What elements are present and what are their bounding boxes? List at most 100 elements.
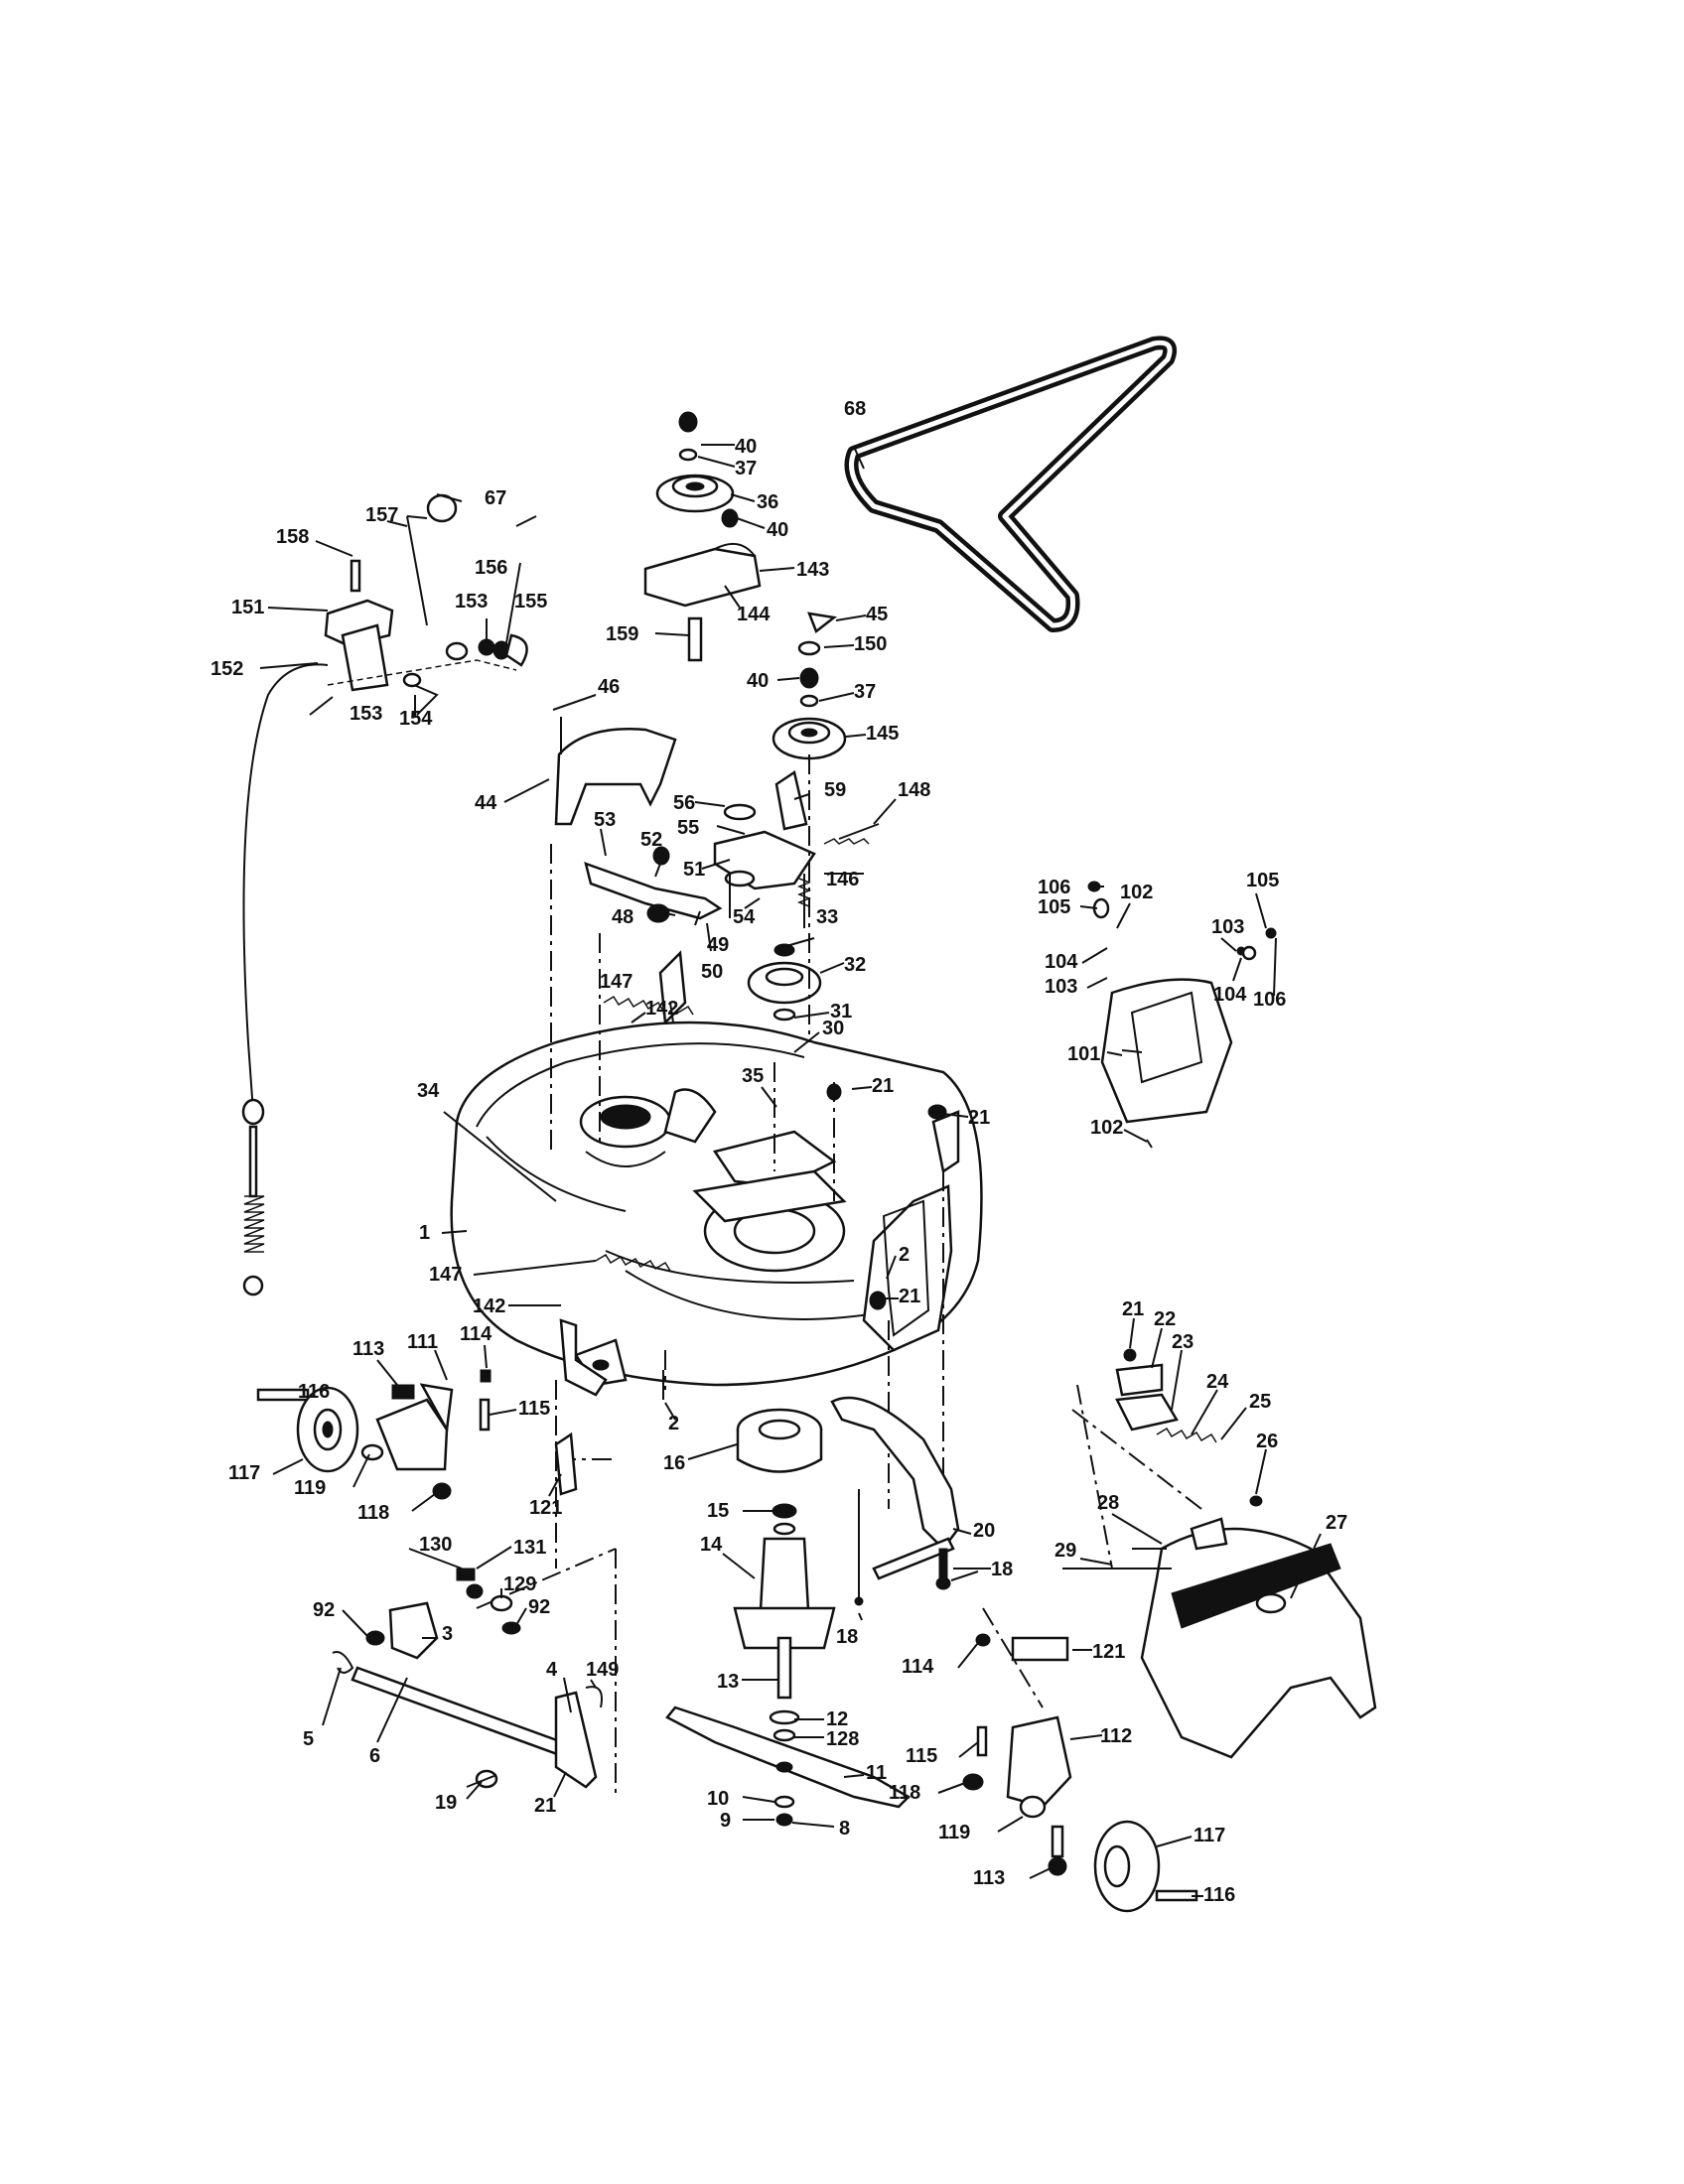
height-adjust-assembly [241, 493, 528, 1297]
callout-149: 149 [586, 1659, 619, 1681]
callout-159: 159 [606, 623, 638, 645]
callout-113-right: 113 [973, 1867, 1005, 1889]
callout-21-a: 21 [872, 1075, 894, 1097]
bracket-142-upper [658, 950, 687, 1025]
callout-55: 55 [677, 817, 699, 839]
callout-115-left: 115 [518, 1398, 550, 1420]
callout-53: 53 [594, 809, 616, 831]
callout-19: 19 [435, 1792, 457, 1814]
callout-28: 28 [1097, 1492, 1119, 1514]
idler-bracket-55 [713, 769, 880, 890]
callout-37-top: 37 [735, 458, 757, 479]
callout-130: 130 [419, 1534, 452, 1556]
callout-23: 23 [1172, 1331, 1193, 1353]
baffle-20 [830, 1396, 960, 1606]
callout-labels: 40 37 36 40 143 144 159 45 150 40 37 145… [210, 398, 1347, 1906]
callout-32: 32 [844, 954, 866, 976]
callout-121-left: 121 [529, 1497, 562, 1519]
callout-15: 15 [707, 1500, 729, 1522]
callout-52: 52 [640, 829, 662, 851]
callout-111: 111 [407, 1331, 438, 1353]
callout-112: 112 [1100, 1725, 1132, 1747]
callout-121-right: 121 [1092, 1641, 1125, 1663]
callout-20: 20 [973, 1520, 995, 1542]
callout-44: 44 [475, 792, 497, 814]
callout-16: 16 [663, 1452, 685, 1474]
callout-118-right: 118 [889, 1782, 920, 1804]
callout-2-left: 2 [668, 1413, 679, 1434]
callout-116-left: 116 [298, 1381, 330, 1403]
callout-102-bottom: 102 [1090, 1117, 1123, 1139]
callout-68: 68 [844, 398, 866, 420]
callout-106-right: 106 [1253, 989, 1286, 1011]
callout-51: 51 [683, 859, 705, 881]
callout-40-top: 40 [735, 436, 757, 458]
callout-155: 155 [514, 591, 547, 613]
callout-145: 145 [866, 723, 899, 745]
callout-27: 27 [1326, 1512, 1347, 1534]
callout-117-right: 117 [1193, 1825, 1225, 1846]
callout-144: 144 [737, 604, 771, 625]
callout-21-b: 21 [968, 1107, 990, 1129]
callout-103-left: 103 [1045, 976, 1077, 998]
callout-143: 143 [796, 559, 829, 581]
callout-12: 12 [826, 1708, 848, 1730]
callout-10: 10 [707, 1788, 729, 1810]
deck-housing-1 [450, 1021, 983, 1387]
callout-4: 4 [546, 1659, 558, 1681]
callout-30: 30 [822, 1018, 844, 1039]
callout-151: 151 [231, 597, 264, 618]
callout-22: 22 [1154, 1308, 1176, 1330]
callout-142-lower: 142 [473, 1296, 505, 1317]
callout-119-right: 119 [938, 1822, 970, 1843]
callout-114-left: 114 [460, 1323, 492, 1345]
callout-103-right: 103 [1211, 916, 1244, 938]
callout-92-left: 92 [313, 1599, 335, 1621]
callout-21-e: 21 [1122, 1298, 1144, 1320]
callout-148: 148 [898, 779, 930, 801]
callout-142-upper: 142 [645, 998, 678, 1020]
deflector-101 [1087, 881, 1277, 1149]
callout-158: 158 [276, 526, 309, 548]
callout-114-right: 114 [902, 1656, 934, 1678]
callout-67: 67 [485, 487, 506, 509]
callout-115-right: 115 [906, 1745, 937, 1767]
callout-21-d: 21 [534, 1795, 556, 1817]
callout-2-right: 2 [899, 1244, 910, 1266]
callout-54: 54 [733, 906, 756, 928]
callout-25: 25 [1249, 1391, 1271, 1413]
callout-102-top: 102 [1120, 882, 1153, 903]
spring-147-lower [595, 1253, 671, 1272]
callout-157: 157 [365, 504, 398, 526]
discharge-chute-27 [1062, 1495, 1377, 1759]
callout-129: 129 [503, 1573, 536, 1595]
callout-40-lower: 40 [747, 670, 769, 692]
callout-36: 36 [757, 491, 778, 513]
callout-128: 128 [826, 1728, 859, 1750]
callout-147-upper: 147 [600, 971, 632, 993]
gauge-wheel-left [256, 1369, 578, 1500]
callout-150: 150 [854, 633, 887, 655]
callout-156: 156 [475, 557, 507, 579]
callout-33: 33 [816, 906, 838, 928]
idler-arm-53 [584, 846, 731, 923]
callout-40-mid: 40 [767, 519, 788, 541]
callout-48: 48 [612, 906, 633, 928]
belt-guard-44 [554, 717, 677, 826]
spindle-assembly [733, 1408, 836, 1742]
callout-104-left: 104 [1045, 951, 1078, 973]
callout-6: 6 [369, 1745, 380, 1767]
callout-146: 146 [826, 869, 859, 890]
callout-105-left: 105 [1038, 896, 1070, 918]
callout-26: 26 [1256, 1431, 1278, 1452]
blade-11 [665, 1706, 912, 1827]
callout-113-left: 113 [352, 1338, 384, 1360]
leader-lines [259, 444, 1322, 1897]
callout-8: 8 [839, 1818, 850, 1840]
callout-3: 3 [442, 1623, 453, 1645]
callout-29: 29 [1054, 1540, 1076, 1562]
callout-105-right: 105 [1246, 870, 1279, 891]
callout-154: 154 [399, 708, 433, 730]
callout-119-left: 119 [294, 1477, 326, 1499]
gauge-wheel-right [962, 1633, 1198, 1913]
